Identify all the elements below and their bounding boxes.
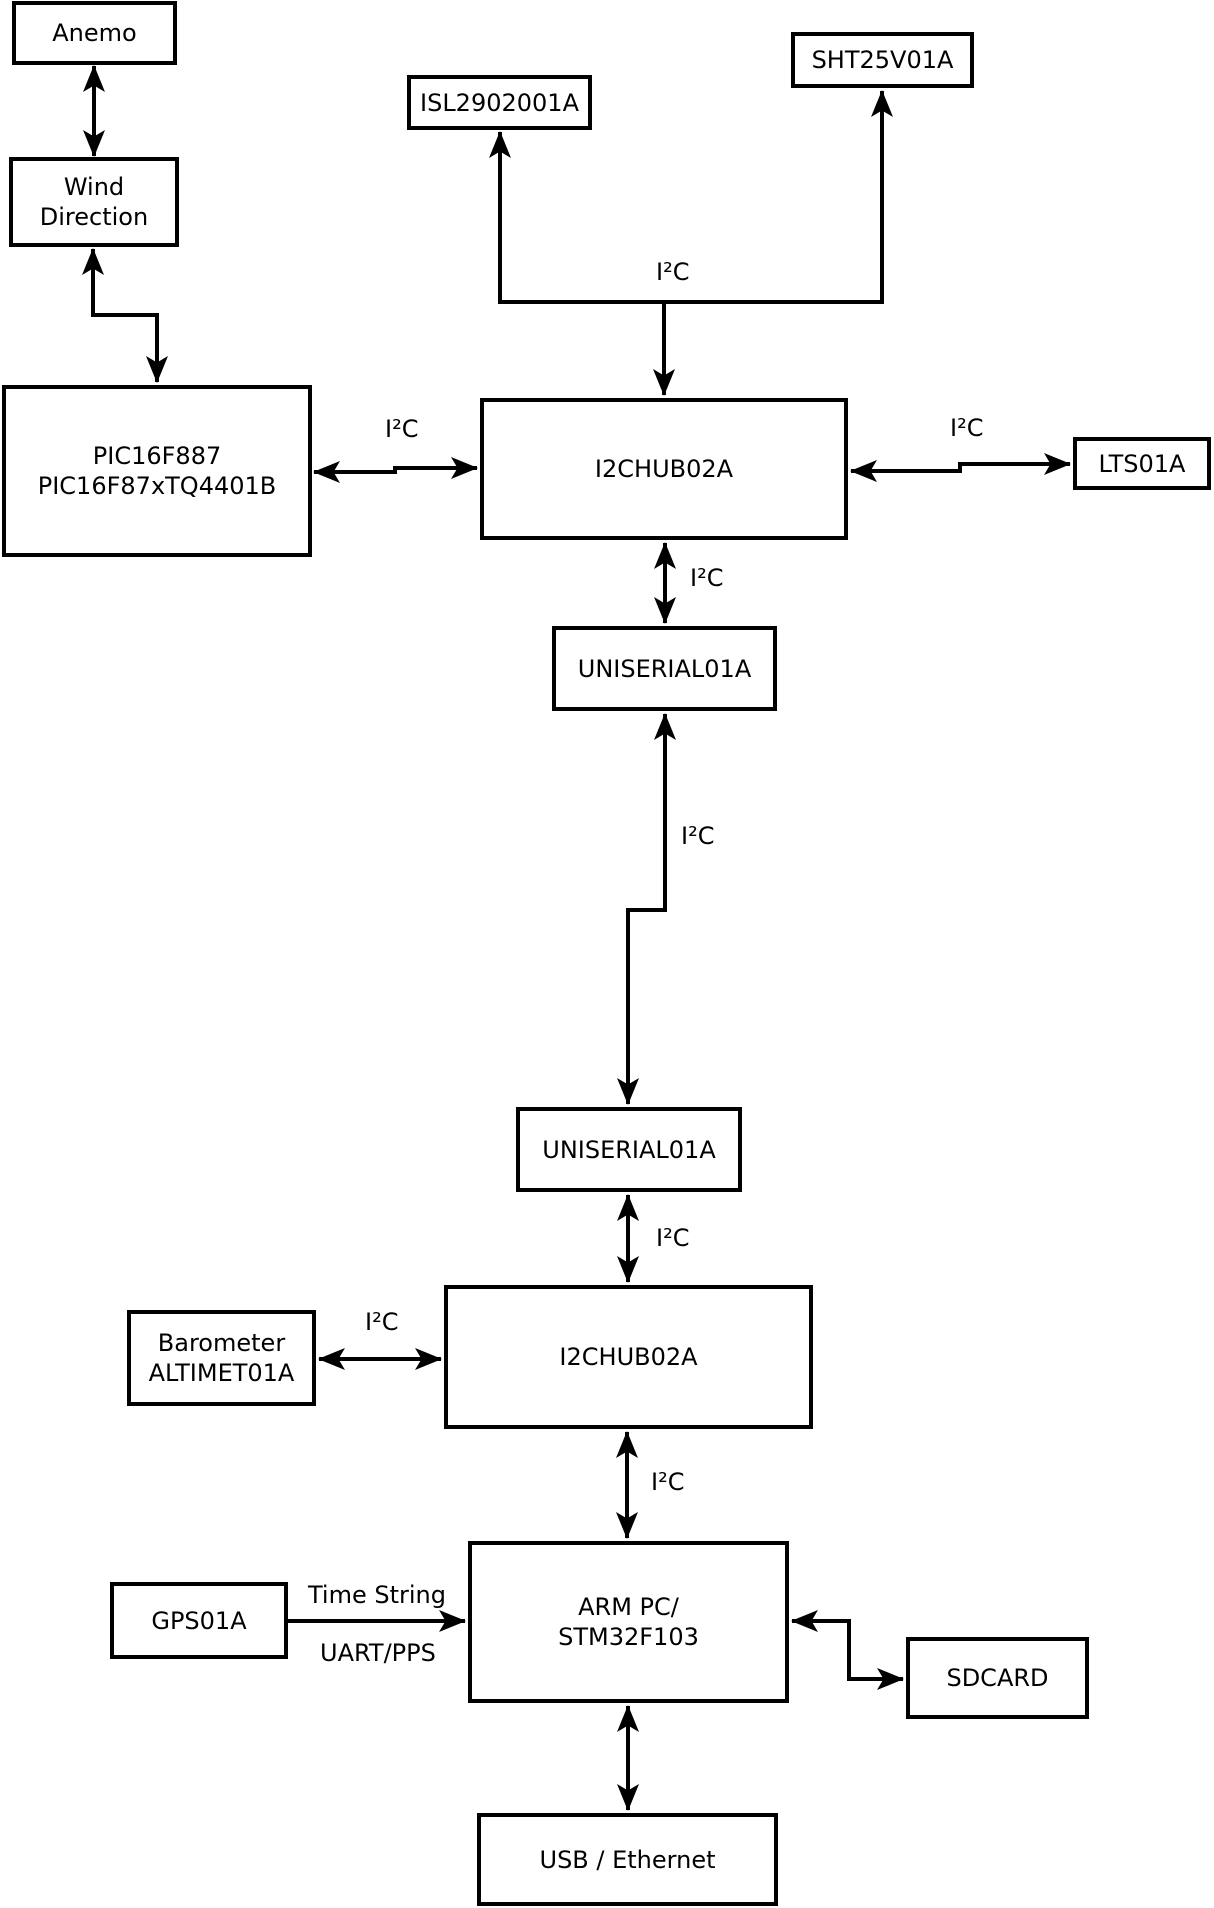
node-gps01a: GPS01A <box>110 1582 288 1659</box>
node-wind-direction: Wind Direction <box>9 157 179 247</box>
edge-label-i2c-uniserial1-uniserial2: I²C <box>681 822 715 850</box>
node-i2chub02a-2-label: I2CHUB02A <box>559 1343 698 1371</box>
node-uniserial01a-2: UNISERIAL01A <box>516 1107 742 1192</box>
edge-label-i2c-pic-hub1: I²C <box>385 415 419 443</box>
node-arm-pc-line1: ARM PC/ <box>578 1593 679 1621</box>
node-wind-direction-line2: Direction <box>39 203 149 231</box>
node-isl2902001a: ISL2902001A <box>407 75 592 130</box>
edge-uniserial1-uniserial2 <box>617 713 676 1105</box>
edge-pic-hub1 <box>313 457 478 483</box>
node-barometer-altimet01a: Barometer ALTIMET01A <box>127 1310 316 1406</box>
node-pic16f887-line2: PIC16F87xTQ4401B <box>37 472 277 500</box>
node-lts01a: LTS01A <box>1073 437 1211 490</box>
node-arm-pc-stm32f103: ARM PC/ STM32F103 <box>468 1541 789 1703</box>
node-pic16f887-line1: PIC16F887 <box>92 442 222 470</box>
node-anemo: Anemo <box>12 1 177 65</box>
node-usb-ethernet-label: USB / Ethernet <box>539 1845 716 1874</box>
node-anemo-label: Anemo <box>52 19 137 47</box>
node-sdcard: SDCARD <box>906 1637 1089 1719</box>
node-sdcard-label: SDCARD <box>946 1664 1049 1692</box>
node-i2chub02a-1: I2CHUB02A <box>480 398 848 540</box>
node-sht25v01a-label: SHT25V01A <box>811 46 954 74</box>
node-wind-direction-line1: Wind <box>63 173 125 201</box>
node-barometer-line2: ALTIMET01A <box>148 1359 295 1387</box>
node-i2chub02a-2: I2CHUB02A <box>444 1285 813 1429</box>
edge-label-uart-pps: UART/PPS <box>320 1639 436 1667</box>
edge-label-i2c-hub2-armpc: I²C <box>651 1468 685 1496</box>
node-barometer-line1: Barometer <box>157 1329 286 1357</box>
edge-label-i2c-hub1-uniserial1: I²C <box>690 564 724 592</box>
edge-label-time-string: Time String <box>308 1581 446 1609</box>
node-gps01a-label: GPS01A <box>151 1606 247 1635</box>
node-pic16f887: PIC16F887 PIC16F87xTQ4401B <box>2 385 312 557</box>
edge-armpc-sdcard <box>791 1610 904 1690</box>
edge-label-i2c-bus-top: I²C <box>656 258 690 286</box>
node-usb-ethernet: USB / Ethernet <box>477 1813 778 1906</box>
edge-hub1-lts <box>850 453 1071 482</box>
node-arm-pc-line2: STM32F103 <box>558 1623 699 1651</box>
edge-wind-direction-pic <box>82 248 168 383</box>
edge-isl-sht-bus <box>489 90 893 304</box>
node-uniserial01a-2-label: UNISERIAL01A <box>542 1135 716 1164</box>
node-lts01a-label: LTS01A <box>1098 449 1186 478</box>
node-i2chub02a-1-label: I2CHUB02A <box>594 455 734 483</box>
node-uniserial01a-1: UNISERIAL01A <box>552 626 777 711</box>
node-sht25v01a: SHT25V01A <box>791 32 974 88</box>
edge-label-i2c-hub1-lts: I²C <box>950 414 984 442</box>
node-uniserial01a-1-label: UNISERIAL01A <box>577 654 752 683</box>
edge-label-i2c-barometer-hub2: I²C <box>365 1308 399 1336</box>
node-isl2902001a-label: ISL2902001A <box>420 88 579 117</box>
edge-label-i2c-uniserial2-hub2: I²C <box>656 1224 690 1252</box>
